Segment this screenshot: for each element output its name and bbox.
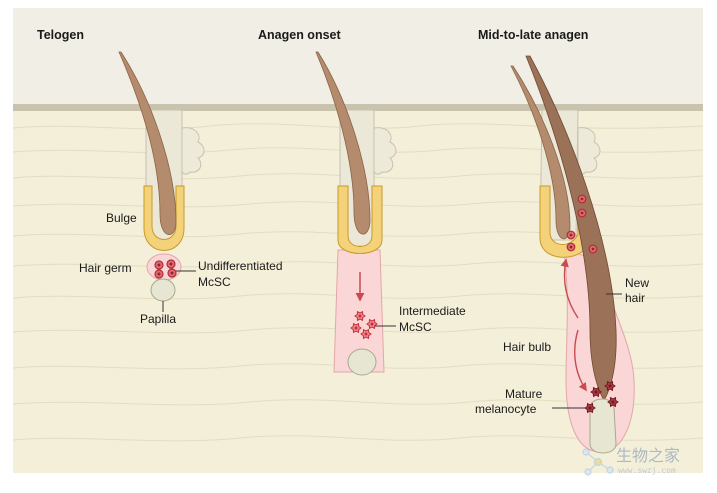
papilla-onset xyxy=(347,348,377,376)
sebaceous-gland-telogen xyxy=(181,127,205,175)
label-papilla: Papilla xyxy=(140,312,176,326)
bulge-telogen xyxy=(143,185,185,251)
title-anagen-onset: Anagen onset xyxy=(258,28,341,42)
label-new: New xyxy=(625,276,649,290)
panel-anagen-onset xyxy=(315,51,397,376)
undifferentiated-mcsc-cells xyxy=(154,259,177,279)
label-mature: Mature xyxy=(505,387,543,401)
skin-surface xyxy=(13,104,703,111)
intermediate-mcsc-cell-nucleus xyxy=(370,322,374,326)
old-hair-late xyxy=(510,65,571,240)
label-undifferentiated: Undifferentiated xyxy=(198,259,283,273)
intermediate-mcsc-cell-nucleus xyxy=(354,326,358,330)
intermediate-mcsc-cells xyxy=(350,310,378,340)
title-telogen: Telogen xyxy=(37,28,84,42)
label-intermediate: Intermediate xyxy=(399,304,466,318)
bulge-mcsc-cells-late xyxy=(566,194,598,254)
mature-melanocyte-nucleus xyxy=(611,400,615,404)
bulge-onset xyxy=(337,185,383,254)
arrow-down-to-bulb xyxy=(574,329,587,392)
molecule-icon xyxy=(582,448,614,476)
label-intermediate-mcsc: McSC xyxy=(399,320,432,334)
label-undifferentiated-mcsc: McSC xyxy=(198,275,231,289)
label-hair-bulb: Hair bulb xyxy=(503,340,551,354)
mature-melanocyte-nucleus xyxy=(588,406,592,410)
watermark-url: www.swzj.com xyxy=(618,466,676,475)
sebaceous-gland-onset xyxy=(373,127,397,175)
label-hair-germ: Hair germ xyxy=(79,261,132,275)
hair-germ-telogen xyxy=(146,253,182,281)
label-bulge: Bulge xyxy=(106,211,137,225)
intermediate-mcsc-cell-nucleus xyxy=(358,314,362,318)
arrow-up-to-bulge xyxy=(560,258,579,319)
mature-melanocyte-nucleus xyxy=(608,384,612,388)
papilla-late xyxy=(589,398,617,454)
watermark-text: 生物之家 xyxy=(616,447,680,465)
mature-melanocyte-nucleus xyxy=(594,390,598,394)
hair-shaft-onset xyxy=(315,51,371,235)
mature-melanocyte-cells xyxy=(584,380,619,414)
label-mature-melanocyte: melanocyte xyxy=(475,402,537,416)
hair-shaft-telogen xyxy=(118,51,177,235)
panel-mid-late-anagen xyxy=(510,55,635,454)
intermediate-mcsc-cell-nucleus xyxy=(364,332,368,336)
title-mid-late-anagen: Mid-to-late anagen xyxy=(478,28,588,42)
papilla-telogen xyxy=(150,278,176,302)
label-new-hair: hair xyxy=(625,291,645,305)
watermark: 生物之家 www.swzj.com xyxy=(582,447,680,476)
panel-telogen xyxy=(118,51,205,312)
